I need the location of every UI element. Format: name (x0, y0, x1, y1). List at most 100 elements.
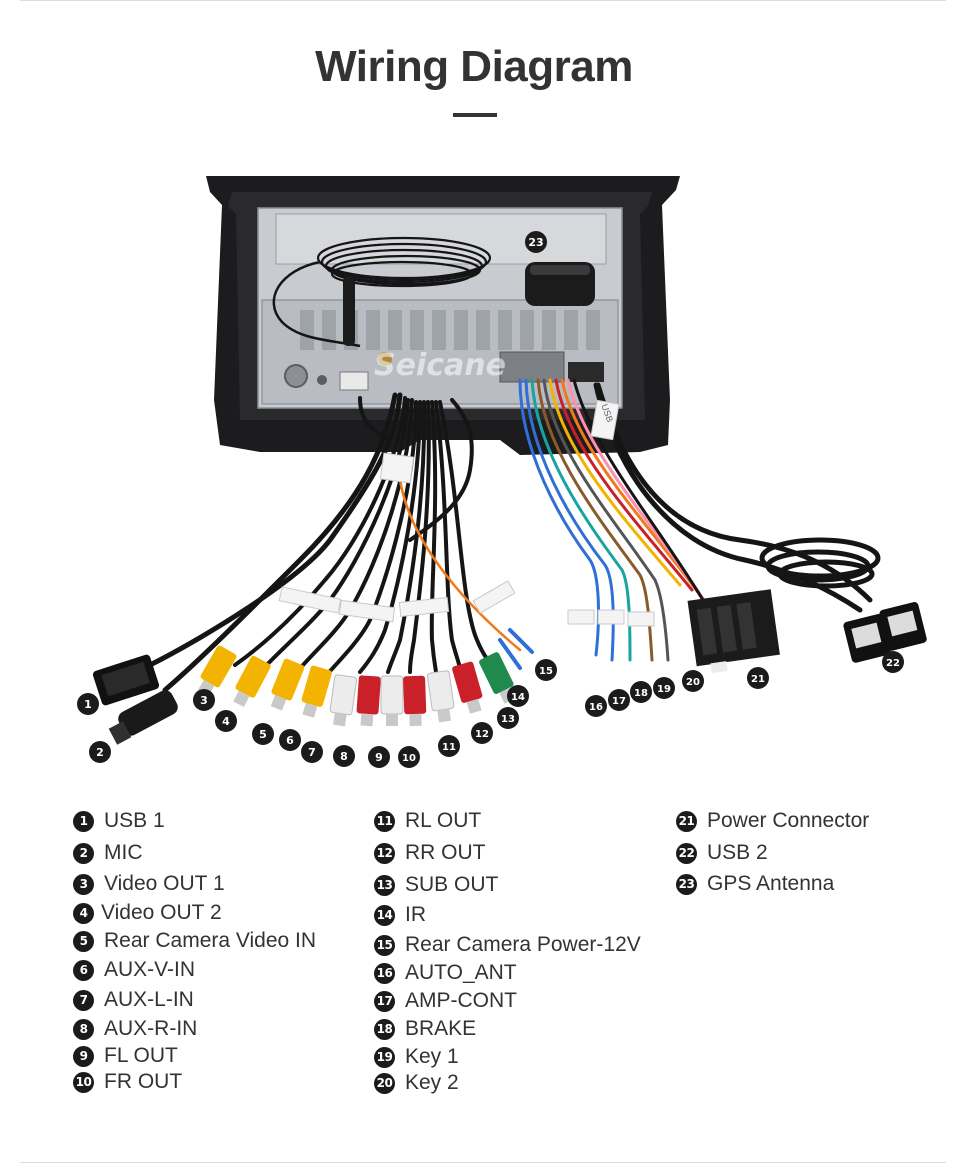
legend-label: Rear Camera Video IN (104, 929, 317, 952)
top-rule (20, 0, 946, 1)
legend-label: MIC (104, 841, 143, 864)
badge-6: 6 (279, 729, 301, 751)
svg-text:5: 5 (259, 728, 267, 741)
bottom-rule (20, 1162, 946, 1163)
legend-label: AUX-V-IN (104, 958, 196, 981)
svg-text:20: 20 (686, 677, 700, 688)
legend-number: 2 (73, 842, 94, 864)
legend-item-power-connector: 21 Power Connector (676, 808, 869, 834)
svg-text:6: 6 (286, 734, 294, 747)
legend-item-video-out-1: 3 Video OUT 1 (73, 871, 225, 897)
legend-item-key-2: 20 Key 2 (374, 1070, 459, 1096)
head-unit: Seicane (206, 176, 680, 455)
legend-number: 23 (676, 873, 697, 895)
legend-label: SUB OUT (405, 873, 499, 896)
svg-text:7: 7 (308, 746, 316, 759)
legend-label: USB 2 (707, 841, 768, 864)
legend-number: 9 (73, 1045, 94, 1067)
svg-text:15: 15 (539, 666, 553, 677)
svg-text:18: 18 (634, 688, 648, 699)
legend-label: BRAKE (405, 1017, 477, 1040)
usb1-plug (92, 654, 160, 706)
rca-connectors (197, 628, 534, 727)
legend-item-aux-l-in: 7 AUX-L-IN (73, 987, 194, 1013)
legend-number: 3 (73, 873, 94, 895)
legend-number: 16 (374, 962, 395, 984)
legend-label: Key 1 (405, 1045, 459, 1068)
svg-text:17: 17 (612, 696, 626, 707)
legend-number: 14 (374, 904, 395, 926)
legend-number: 7 (73, 989, 94, 1011)
badge-9: 9 (368, 746, 390, 768)
legend-item-brake: 18 BRAKE (374, 1016, 476, 1042)
svg-text:14: 14 (511, 692, 525, 703)
badge-19: 19 (653, 677, 675, 699)
legend-item-ir: 14 IR (374, 902, 426, 928)
legend-number: 8 (73, 1018, 94, 1040)
legend-item-rear-camera-video-in: 5 Rear Camera Video IN (73, 928, 316, 954)
badge-8: 8 (333, 745, 355, 767)
svg-text:12: 12 (475, 729, 489, 740)
badge-17: 17 (608, 689, 630, 711)
badge-13: 13 (497, 707, 519, 729)
legend-label: Power Connector (707, 809, 870, 832)
badge-3: 3 (193, 689, 215, 711)
legend-label: Rear Camera Power-12V (405, 933, 641, 956)
badge-1: 1 (77, 693, 99, 715)
legend-item-sub-out: 13 SUB OUT (374, 872, 498, 898)
legend-item-fr-out: 10 FR OUT (73, 1069, 182, 1095)
badge-5: 5 (252, 723, 274, 745)
legend-label: USB 1 (104, 809, 165, 832)
svg-text:4: 4 (222, 715, 230, 728)
legend-label: AMP-CONT (405, 989, 517, 1012)
svg-text:16: 16 (589, 702, 603, 713)
badge-15: 15 (535, 659, 557, 681)
legend-number: 4 (73, 902, 94, 924)
legend-item-rear-camera-power: 15 Rear Camera Power-12V (374, 932, 641, 958)
badge-10: 10 (398, 746, 420, 768)
svg-text:2: 2 (96, 746, 104, 759)
legend-number: 10 (73, 1071, 94, 1093)
legend-item-key-1: 19 Key 1 (374, 1044, 459, 1070)
legend-label: AUX-R-IN (104, 1017, 198, 1040)
legend-label: RL OUT (405, 809, 482, 832)
legend-label: GPS Antenna (707, 872, 835, 895)
badge-16: 16 (585, 695, 607, 717)
legend-number: 12 (374, 842, 395, 864)
legend-number: 17 (374, 990, 395, 1012)
watermark-text: Seicane (374, 348, 506, 383)
legend-item-aux-v-in: 6 AUX-V-IN (73, 957, 195, 983)
svg-text:8: 8 (340, 750, 348, 763)
svg-text:13: 13 (501, 714, 515, 725)
badge-22: 22 (882, 651, 904, 673)
legend-item-usb-2: 22 USB 2 (676, 840, 768, 866)
legend-item-gps-antenna: 23 GPS Antenna (676, 871, 834, 897)
legend-item-mic: 2 MIC (73, 840, 143, 866)
svg-text:23: 23 (528, 236, 543, 249)
svg-text:9: 9 (375, 751, 383, 764)
legend-number: 20 (374, 1072, 395, 1094)
legend-item-amp-cont: 17 AMP-CONT (374, 988, 517, 1014)
legend-number: 13 (374, 874, 395, 896)
legend-label: FL OUT (104, 1044, 178, 1067)
legend-number: 6 (73, 959, 94, 981)
legend-label: IR (405, 903, 426, 926)
wiring-diagram-illustration: Seicane (77, 176, 927, 768)
legend-item-fl-out: 9 FL OUT (73, 1043, 178, 1069)
legend-number: 19 (374, 1046, 395, 1068)
power-connector (687, 589, 780, 674)
legend-item-rr-out: 12 RR OUT (374, 840, 486, 866)
legend-item-video-out-2: 4 Video OUT 2 (73, 900, 222, 926)
svg-text:19: 19 (657, 684, 671, 695)
badge-7: 7 (301, 741, 323, 763)
badge-21: 21 (747, 667, 769, 689)
svg-text:11: 11 (442, 742, 456, 753)
legend-label: Video OUT 2 (101, 901, 222, 924)
cable-tags (278, 399, 655, 627)
badge-12: 12 (471, 722, 493, 744)
legend-label: FR OUT (104, 1070, 183, 1093)
diagram-badges: 23 1 2 3 4 5 6 7 8 9 10 11 12 13 14 15 1… (77, 231, 904, 768)
svg-text:10: 10 (402, 753, 416, 764)
badge-23: 23 (525, 231, 547, 253)
legend-item-auto-ant: 16 AUTO_ANT (374, 960, 517, 986)
